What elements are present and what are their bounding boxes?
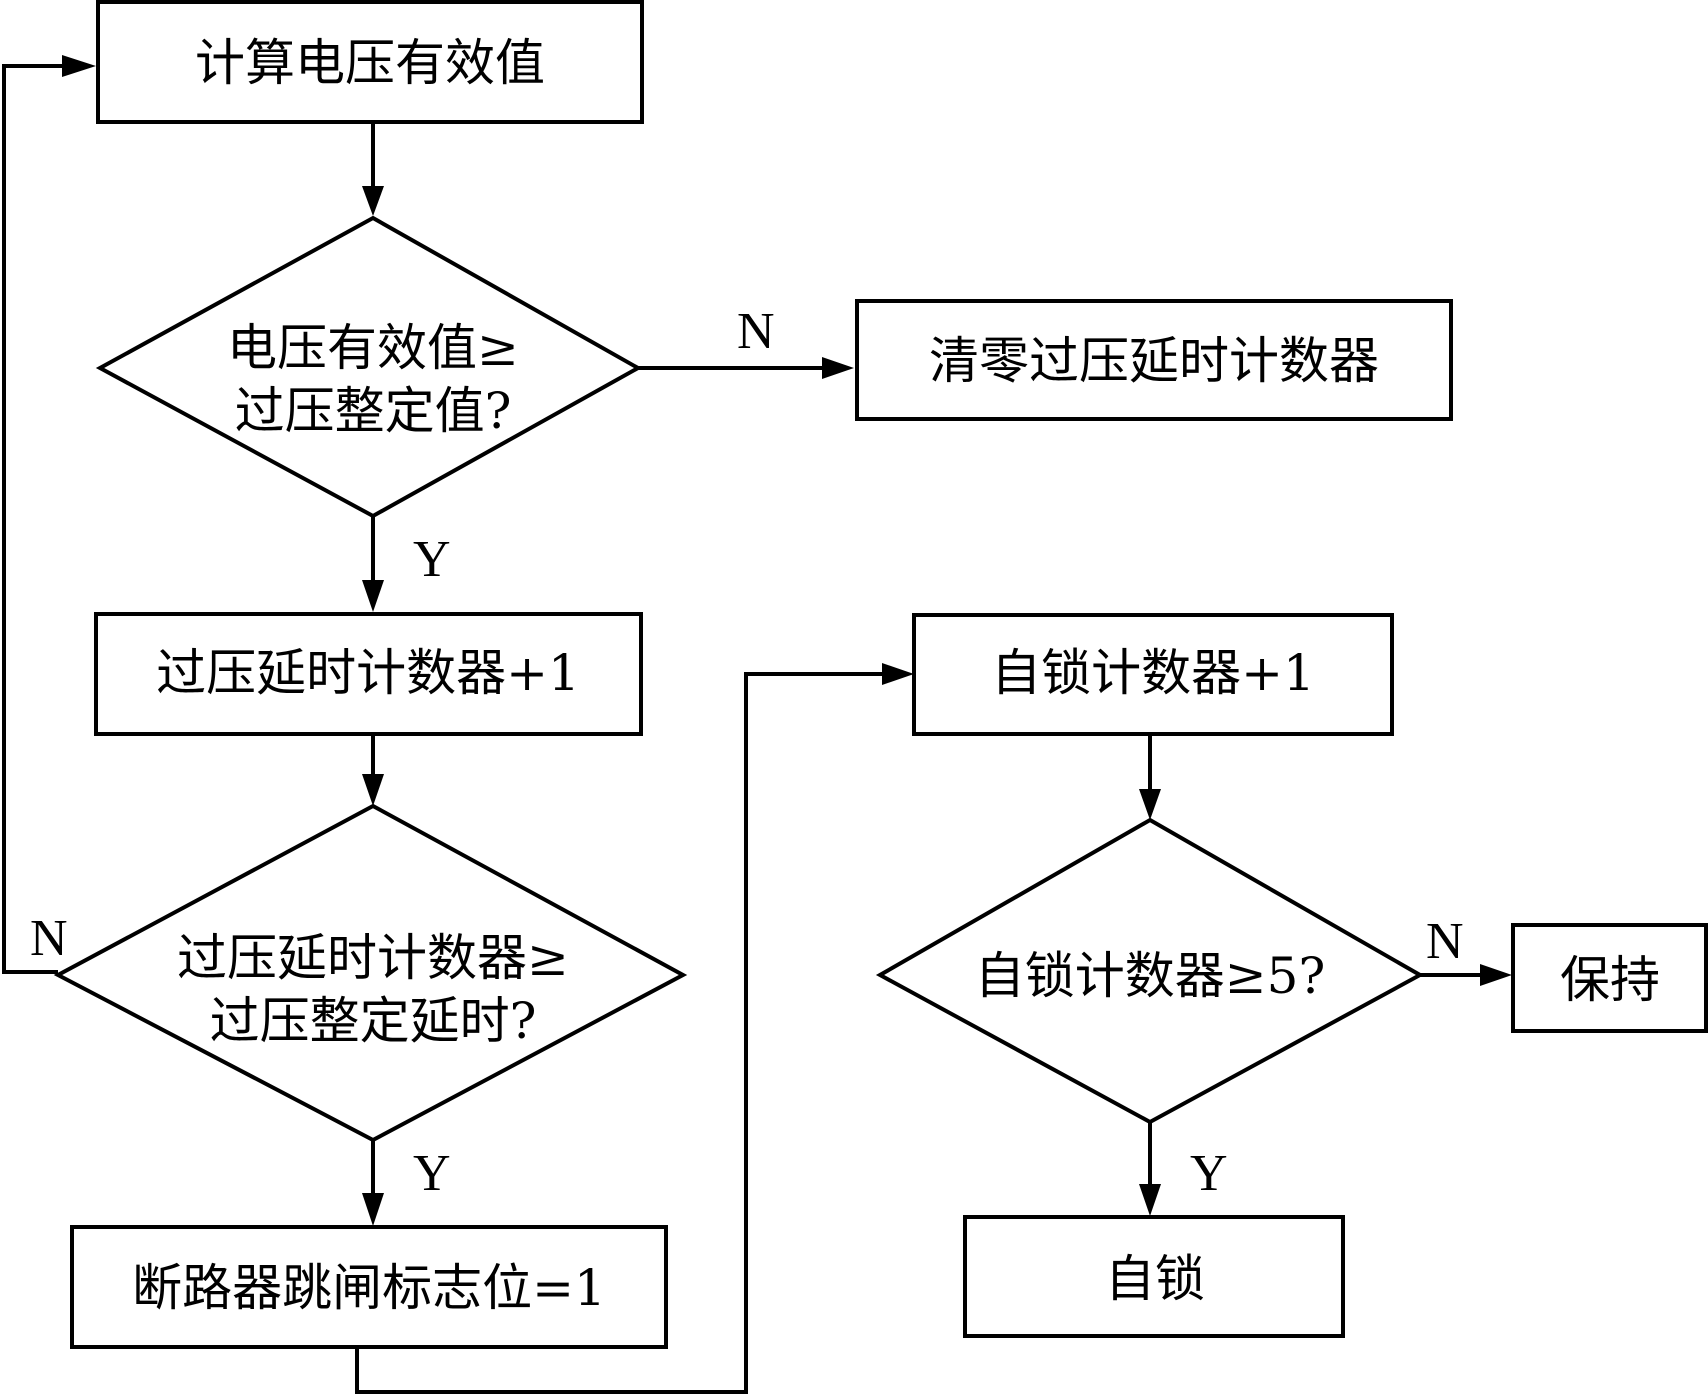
edge-check-delay-loop-back xyxy=(2,64,70,974)
node-label: 过压整定延时? xyxy=(210,992,537,1050)
decision-diamond xyxy=(95,215,643,519)
arrow-head xyxy=(1139,1184,1161,1216)
connectors xyxy=(2,55,1512,1394)
decision-diamond xyxy=(53,803,688,1143)
node-label: 过压整定值? xyxy=(235,382,512,440)
node-label: 计算电压有效值 xyxy=(195,34,545,92)
node-label: 自锁计数器+1 xyxy=(991,644,1315,702)
node-label: 过压延时计数器≥ xyxy=(177,929,569,987)
process-box xyxy=(94,612,643,736)
process-box xyxy=(70,1225,668,1349)
node-check-overvoltage: 电压有效值≥ 过压整定值? xyxy=(95,215,643,519)
arrow-head xyxy=(362,186,384,216)
node-clear-counter: 清零过压延时计数器 xyxy=(855,299,1453,421)
node-trip-flag: 断路器跳闸标志位=1 xyxy=(70,1225,668,1349)
process-box xyxy=(963,1215,1345,1338)
node-label: 断路器跳闸标志位=1 xyxy=(132,1259,606,1317)
edge-label-n: N xyxy=(1426,913,1464,970)
node-check-lock: 自锁计数器≥5? xyxy=(875,817,1425,1125)
node-calc-rms: 计算电压有效值 xyxy=(96,0,644,124)
process-box xyxy=(855,299,1453,421)
decision-diamond xyxy=(875,817,1425,1125)
node-increment-delay: 过压延时计数器+1 xyxy=(94,612,643,736)
edge-label-y: Y xyxy=(413,531,451,588)
edge-labels: N Y N Y N Y xyxy=(30,303,1464,1202)
arrow-head xyxy=(822,357,854,379)
arrow-head xyxy=(62,55,96,77)
edge-label-n: N xyxy=(30,910,68,967)
arrow-head xyxy=(882,663,914,685)
edge-trip-to-increment-lock xyxy=(355,672,890,1394)
process-box xyxy=(1511,923,1708,1033)
node-self-lock: 自锁 xyxy=(963,1215,1345,1338)
node-increment-lock: 自锁计数器+1 xyxy=(912,613,1394,736)
node-label: 过压延时计数器+1 xyxy=(156,644,580,702)
node-label: 清零过压延时计数器 xyxy=(929,332,1379,390)
edge-label-y: Y xyxy=(413,1145,451,1202)
arrow-head xyxy=(362,580,384,612)
node-check-delay: 过压延时计数器≥ 过压整定延时? xyxy=(53,803,688,1143)
node-hold: 保持 xyxy=(1511,923,1708,1033)
process-box xyxy=(912,613,1394,736)
process-box xyxy=(96,0,644,124)
arrow-head xyxy=(362,774,384,806)
edge-label-y: Y xyxy=(1190,1145,1228,1202)
node-label: 电压有效值≥ xyxy=(227,319,519,377)
arrow-head xyxy=(1139,789,1161,820)
node-label: 自锁计数器≥5? xyxy=(975,947,1326,1005)
arrow-head xyxy=(362,1193,384,1226)
node-label: 自锁 xyxy=(1105,1250,1205,1308)
arrow-head xyxy=(1480,964,1512,986)
node-label: 保持 xyxy=(1560,951,1660,1009)
edge-label-n: N xyxy=(737,303,775,360)
